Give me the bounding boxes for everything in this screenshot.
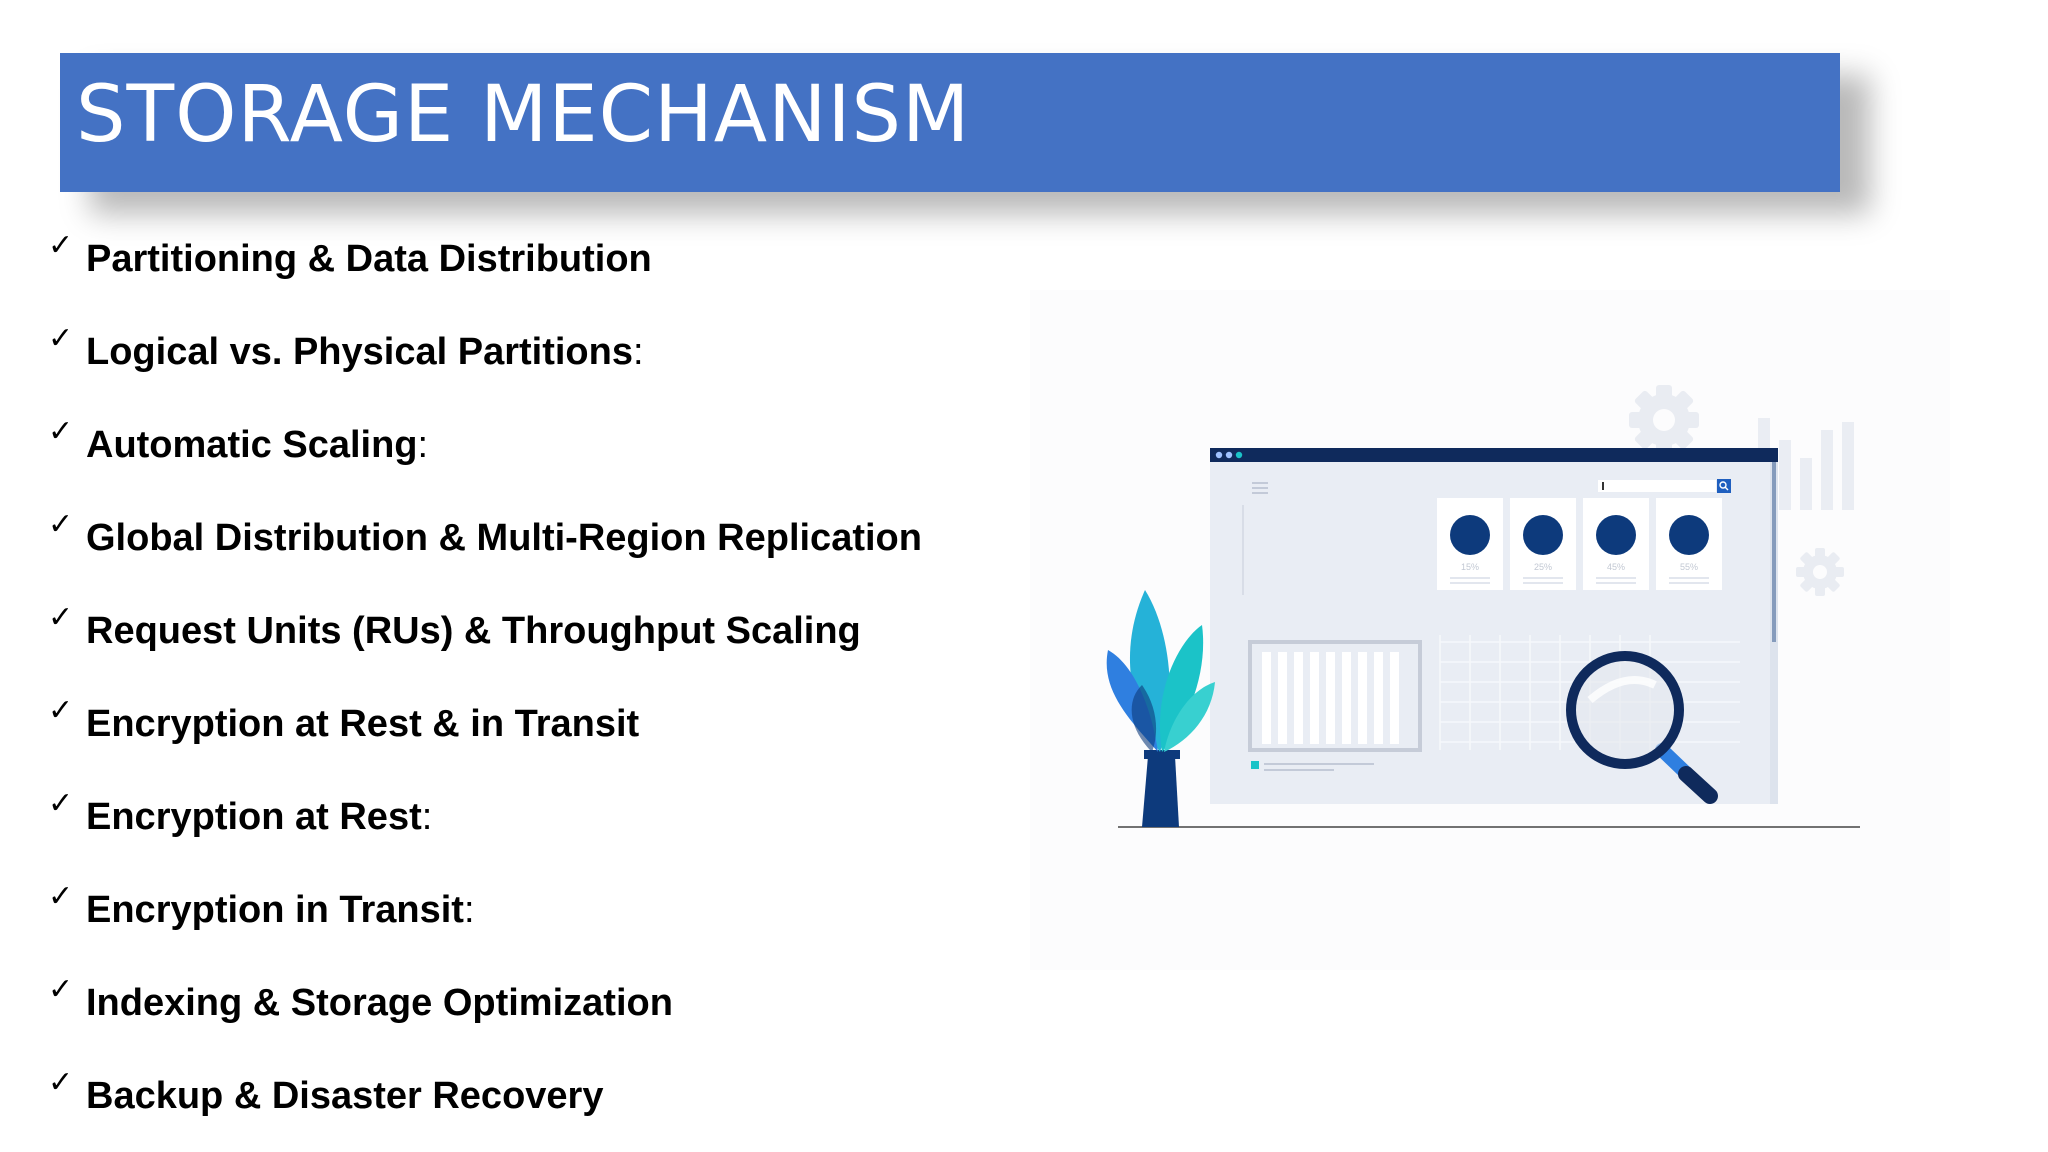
stat-label: 45% — [1607, 562, 1625, 572]
bullet-suffix: : — [632, 331, 644, 373]
checkmark-icon: ✓ — [48, 228, 74, 263]
bullet-label: Partitioning & Data Distribution — [86, 238, 652, 280]
gear-icon — [1629, 385, 1699, 455]
bullet-label: Backup & Disaster Recovery — [86, 1075, 604, 1117]
bullet-suffix: : — [417, 424, 429, 466]
checkmark-icon: ✓ — [48, 321, 74, 356]
stat-label: 55% — [1680, 562, 1698, 572]
plant-icon — [1106, 590, 1215, 827]
bullet-label: Logical vs. Physical Partitions — [86, 331, 633, 373]
checkmark-icon: ✓ — [48, 1065, 74, 1100]
checkmark-icon: ✓ — [48, 786, 74, 821]
search-field — [1598, 479, 1731, 493]
checkmark-icon: ✓ — [48, 414, 74, 449]
bullet-label: Indexing & Storage Optimization — [86, 982, 673, 1024]
bullet-label: Request Units (RUs) & Throughput Scaling — [86, 610, 861, 652]
stat-cards: 15% 25% 45% 55% — [1437, 498, 1722, 590]
checkmark-icon: ✓ — [48, 879, 74, 914]
bullet-label: Encryption at Rest — [86, 796, 422, 838]
checkmark-icon: ✓ — [48, 507, 74, 542]
bar-chart-icon — [1758, 418, 1854, 510]
bullet-label: Encryption in Transit — [86, 889, 464, 931]
bullet-label: Global Distribution & Multi-Region Repli… — [86, 517, 922, 559]
illustration-svg: 15% 25% 45% 55% — [1106, 385, 1860, 828]
bullet-label: Encryption at Rest & in Transit — [86, 703, 640, 745]
bar-table-graphic — [1248, 640, 1422, 771]
magnifier-icon — [1566, 651, 1718, 804]
stat-label: 15% — [1461, 562, 1479, 572]
menu-icon — [1252, 482, 1268, 494]
bullet-suffix: : — [421, 796, 433, 838]
checkmark-icon: ✓ — [48, 693, 74, 728]
analytics-illustration: 15% 25% 45% 55% — [1030, 290, 1950, 970]
checkmark-icon: ✓ — [48, 600, 74, 635]
bullet-label: Automatic Scaling — [86, 424, 418, 466]
checkmark-icon: ✓ — [48, 972, 74, 1007]
search-icon — [1717, 479, 1731, 493]
title-bar: STORAGE MECHANISM — [60, 53, 1840, 192]
browser-window: 15% 25% 45% 55% — [1210, 448, 1778, 804]
slide-title: STORAGE MECHANISM — [76, 70, 971, 160]
gear-icon — [1796, 548, 1844, 596]
bullet-suffix: : — [463, 889, 475, 931]
stat-label: 25% — [1534, 562, 1552, 572]
